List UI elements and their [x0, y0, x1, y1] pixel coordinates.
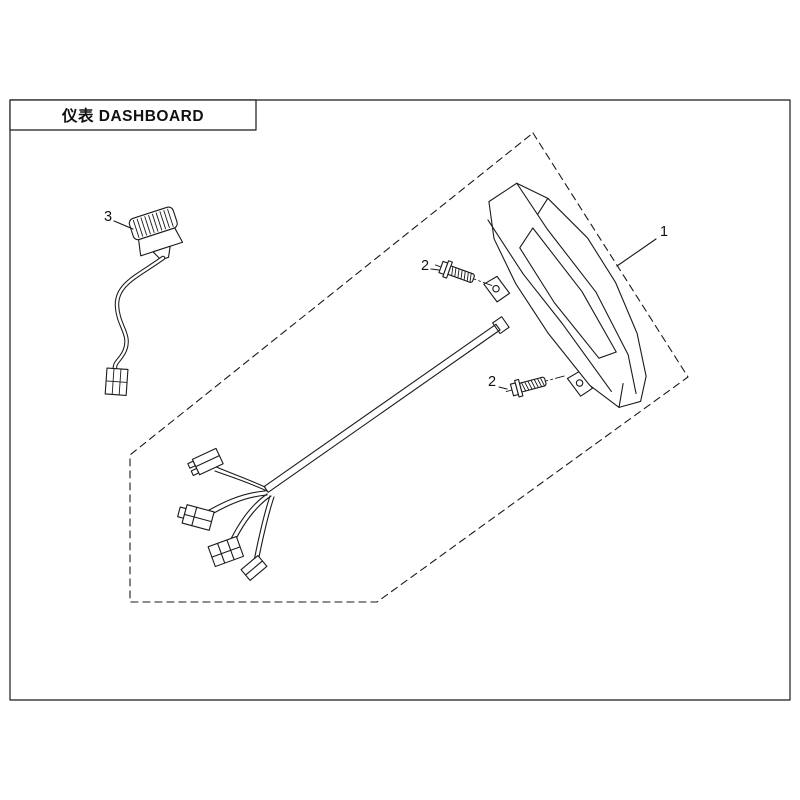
cluster-end-cap-line	[537, 197, 549, 215]
leader-line-sensor	[113, 220, 134, 230]
instrument-cluster	[483, 182, 647, 408]
screw-threads	[521, 377, 546, 392]
title-box	[9, 99, 257, 131]
harness-trunk	[263, 316, 510, 493]
wire	[213, 465, 266, 488]
harness-connector-4	[240, 555, 268, 581]
assembly-boundary-dashed-outline	[129, 132, 689, 603]
page-title: 仪表 DASHBOARD	[61, 106, 204, 125]
callout-part1: 1	[660, 224, 668, 240]
trunk-end-cap	[492, 316, 510, 335]
screw-upper	[434, 260, 495, 287]
mounting-hole	[492, 284, 500, 293]
connector-detail	[195, 455, 220, 468]
callout-screw-lower: 2	[488, 374, 496, 390]
harness-connector-3	[207, 535, 245, 568]
connector-detail	[211, 539, 241, 564]
screw-threads	[451, 266, 472, 283]
sensor-body	[138, 227, 184, 257]
sensor-connector-pins	[105, 368, 128, 396]
screw-washer	[514, 378, 524, 398]
screw-lower	[505, 375, 567, 398]
wire	[232, 495, 272, 546]
screw-washer	[442, 260, 453, 279]
sensor-cap-ribs	[132, 208, 174, 238]
wire	[214, 470, 268, 492]
page-border	[9, 99, 791, 701]
sensor-neck	[152, 245, 171, 261]
wire	[253, 495, 271, 562]
leader-line-screw-upper	[430, 268, 440, 271]
harness-connector-2	[177, 504, 215, 531]
cluster-screen-outline	[519, 227, 617, 359]
callout-screw-upper: 2	[421, 258, 429, 274]
connector-detail	[183, 506, 213, 527]
leader-line-part1	[616, 238, 657, 267]
sensor-cap	[128, 206, 184, 261]
trunk-tube	[263, 323, 501, 493]
cluster-corner-line	[618, 382, 624, 408]
cluster-contour	[487, 219, 612, 392]
callout-sensor: 3	[104, 209, 112, 225]
cluster-outline	[488, 182, 647, 408]
speed-sensor	[104, 206, 184, 396]
sensor-connector	[104, 367, 129, 396]
leader-line-screw-lower	[498, 386, 508, 390]
cluster-contour	[516, 182, 637, 394]
mounting-hole	[575, 379, 584, 387]
harness-connector-1	[187, 447, 224, 477]
connector-detail	[245, 560, 263, 576]
sensor-cable-inner	[113, 256, 165, 371]
